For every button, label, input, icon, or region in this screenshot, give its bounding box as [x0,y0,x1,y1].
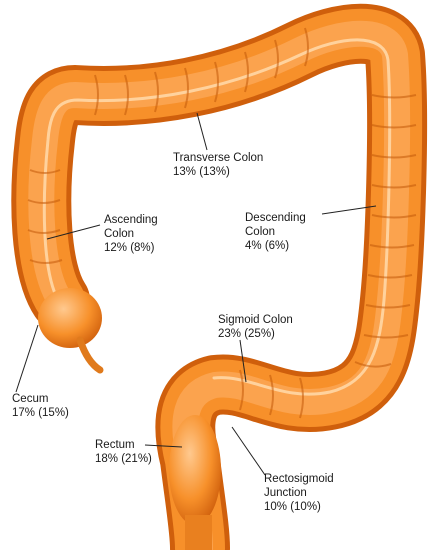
label-rectum-pct: 18% (21%) [95,452,152,466]
cecum-pouch [38,288,102,348]
label-sigmoid-name: Sigmoid Colon [218,313,293,327]
label-rectosigmoid-pct: 10% (10%) [264,500,334,514]
anal-canal [185,515,212,550]
label-descending-line1: Descending [245,211,306,225]
label-sigmoid-pct: 23% (25%) [218,327,293,341]
label-descending-colon: Descending Colon 4% (6%) [245,211,306,253]
label-ascending-line2: Colon [104,227,158,241]
label-transverse-name: Transverse Colon [173,151,263,165]
label-ascending-line1: Ascending [104,213,158,227]
label-cecum-name: Cecum [12,392,69,406]
label-ascending-colon: Ascending Colon 12% (8%) [104,213,158,255]
label-transverse-colon: Transverse Colon 13% (13%) [173,151,263,179]
label-cecum: Cecum 17% (15%) [12,392,69,420]
label-cecum-pct: 17% (15%) [12,406,69,420]
label-transverse-pct: 13% (13%) [173,165,263,179]
rectum-bulb [169,415,221,525]
label-rectosigmoid-junction: Rectosigmoid Junction 10% (10%) [264,472,334,514]
label-sigmoid-colon: Sigmoid Colon 23% (25%) [218,313,293,341]
label-rectosigmoid-line2: Junction [264,486,334,500]
label-rectum-name: Rectum [95,438,152,452]
label-descending-line2: Colon [245,225,306,239]
appendix [80,340,100,370]
label-rectosigmoid-line1: Rectosigmoid [264,472,334,486]
label-descending-pct: 4% (6%) [245,239,306,253]
label-ascending-pct: 12% (8%) [104,241,158,255]
label-rectum: Rectum 18% (21%) [95,438,152,466]
